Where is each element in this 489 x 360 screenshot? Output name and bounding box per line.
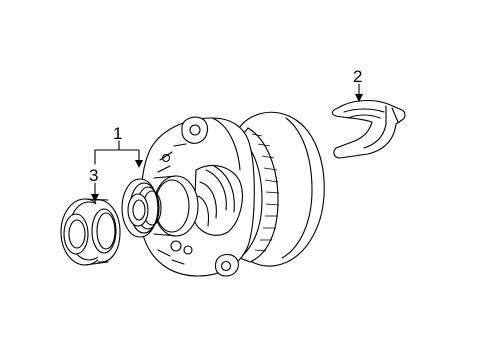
leader-1-right-arrow	[135, 160, 143, 168]
callout-2: 2	[353, 67, 362, 86]
callout-1: 1	[113, 124, 122, 143]
leader-3-arrow	[91, 194, 99, 202]
bracket-clip[interactable]	[331, 99, 406, 159]
leader-lines	[91, 83, 363, 202]
callout-3: 3	[89, 166, 98, 185]
pulley[interactable]	[60, 198, 121, 266]
alternator[interactable]	[121, 111, 325, 277]
leader-2-arrow	[355, 94, 363, 102]
